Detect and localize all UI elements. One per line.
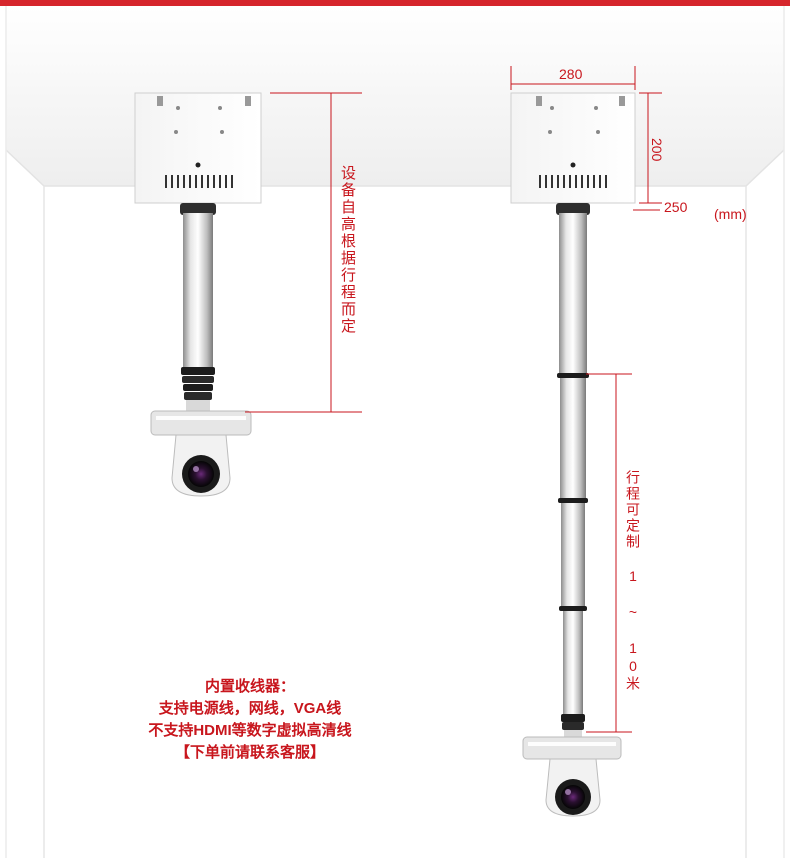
height-dimension-label: 200 (649, 138, 665, 162)
travel-label: 行程可定制 1 ~ 10米 (625, 470, 641, 692)
cable-note: 内置收线器： 支持电源线，网线，VGA线 不支持HDMI等数字虚拟高清线 【下单… (120, 676, 380, 764)
box-dimension-lines (510, 66, 662, 211)
cable-note-contact: 【下单前请联系客服】 (174, 744, 325, 761)
depth-dimension-label: 250 (664, 199, 688, 215)
top-accent-bar (0, 0, 790, 6)
device-height-label: 设备自高根据行程而定 (339, 165, 356, 335)
width-dimension-label: 280 (559, 66, 583, 82)
lift-unit-tall (510, 92, 636, 817)
lift-unit-short (134, 92, 262, 497)
cable-note-supported: 支持电源线，网线，VGA线 (158, 700, 342, 717)
travel-dimension (586, 373, 632, 733)
cable-note-unsupported: 不支持HDMI等数字虚拟高清线 (148, 722, 352, 739)
cable-note-title: 内置收线器： (204, 678, 295, 695)
device-height-dimension (245, 92, 362, 413)
unit-label: (mm) (714, 206, 747, 222)
